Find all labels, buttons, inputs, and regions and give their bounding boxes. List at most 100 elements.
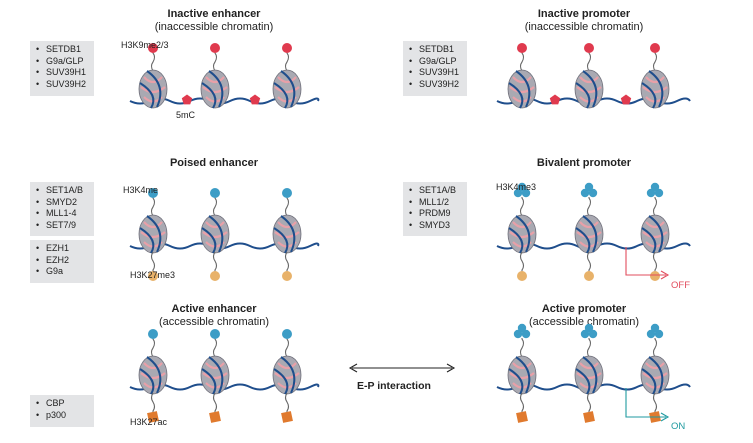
h3k4me3-mark (513, 323, 531, 339)
nucleosome (272, 214, 302, 254)
dna-wrap (280, 70, 296, 108)
dna-wrap (273, 82, 289, 109)
histone-tail (212, 52, 218, 72)
histone-stripe (202, 372, 228, 380)
h3k27me3-mark (517, 271, 527, 281)
histone-tail (652, 392, 658, 413)
dna-wrap (575, 227, 591, 254)
5mc-label: 5mC (176, 110, 196, 120)
bivalent-promoter-panel (496, 182, 691, 281)
dna-wrap (139, 227, 155, 254)
dna-wrap (582, 70, 598, 108)
histone-tail (519, 52, 525, 72)
list-item: SETDB1 (36, 44, 88, 56)
active-promoter-panel (496, 323, 691, 423)
nucleosome (640, 355, 670, 395)
nucleosome (640, 69, 670, 109)
methyl-ball (517, 323, 527, 333)
list-item: p300 (36, 410, 88, 422)
nucleosome (574, 355, 604, 395)
histone-stripe (205, 76, 225, 84)
h3k4me3-mark (646, 182, 664, 198)
h3k4me-mark (282, 329, 292, 339)
histone-tail (519, 338, 525, 358)
histone-stripe (512, 221, 532, 229)
poised-enhancer-heading: Poised enhancer (169, 157, 259, 169)
h3k27me3-mark (584, 271, 594, 281)
methyl-ball (513, 329, 523, 339)
histone-stripe (202, 231, 228, 239)
dna-wrap (641, 227, 657, 254)
histone-stripe (576, 231, 602, 239)
histone-tail (652, 251, 658, 272)
methyl-ball (517, 182, 527, 192)
nucleosome (138, 355, 168, 395)
dna-wrap (146, 356, 162, 394)
nucleosome (640, 214, 670, 254)
histone-tail (150, 251, 156, 272)
dna-methylation-mark (249, 94, 261, 105)
list-item: G9a (36, 266, 88, 278)
active-promoter-subtitle: (accessible chromatin) (528, 316, 640, 328)
on-arrow (625, 388, 670, 422)
inactive-enhancer-writers-box: SETDB1 G9a/GLP SUV39H1 SUV39H2 (30, 41, 94, 96)
h3k9me-mark (650, 43, 660, 53)
histone-tail (284, 197, 290, 217)
on-arrow-head (660, 412, 670, 422)
histone-stripe (205, 221, 225, 229)
dna-wrap (648, 70, 664, 108)
dna-wrap (648, 215, 664, 253)
off-label: OFF (671, 280, 690, 291)
dna-wrap (208, 356, 224, 394)
h3k9me-mark (210, 43, 220, 53)
active-enhancer-panel (129, 329, 320, 423)
off-arrow-head (660, 270, 670, 280)
histone-tail (586, 197, 592, 217)
methyl-ball (521, 329, 531, 339)
ep-arrow-head-right (446, 363, 456, 373)
h3k4me-mark (210, 188, 220, 198)
dna-wrap (515, 70, 531, 108)
h3k4me-mark (282, 188, 292, 198)
histone-tail (652, 338, 658, 358)
list-item: EZH1 (36, 243, 88, 255)
dna-wrap (582, 215, 598, 253)
dna-wrap (641, 368, 657, 395)
list-item: MLL1-4 (36, 208, 88, 220)
methyl-ball (650, 182, 660, 192)
h3k9me-mark (584, 43, 594, 53)
h3k4me3-mark (580, 323, 598, 339)
methyl-ball (588, 329, 598, 339)
h3k9me-mark (282, 43, 292, 53)
active-enhancer-writers-box: CBP p300 (30, 395, 94, 427)
histone-tail (212, 197, 218, 217)
histone-stripe (277, 221, 297, 229)
dna-wrap (280, 356, 296, 394)
list-item: SETDB1 (409, 44, 461, 56)
on-arrow-line (625, 388, 666, 418)
nucleosome (200, 214, 230, 254)
inactive-enhancer-title: Inactive enhancer (inaccessible chromati… (114, 8, 314, 34)
h3k27me3-mark (210, 271, 220, 281)
histone-tail (284, 251, 290, 272)
histone-stripe (645, 76, 665, 84)
dna-wrap (515, 215, 531, 253)
inactive-promoter-subtitle: (inaccessible chromatin) (524, 21, 644, 33)
dna-wrap (146, 70, 162, 108)
bivalent-promoter-title: Bivalent promoter (484, 157, 684, 170)
h3k9me-mark (148, 43, 158, 53)
nucleosome (507, 69, 537, 109)
methyl-ball (521, 188, 531, 198)
histone-stripe (274, 231, 300, 239)
active-promoter-title: Active promoter (accessible chromatin) (484, 303, 684, 329)
methyl-ball (646, 329, 656, 339)
histone-stripe (579, 76, 599, 84)
active-enhancer-title: Active enhancer (accessible chromatin) (114, 303, 314, 329)
inactive-promoter-heading: Inactive promoter (537, 8, 631, 20)
histone-stripe (576, 372, 602, 380)
dna-methylation-mark (181, 94, 193, 105)
dna-wrap (508, 368, 524, 395)
h3k27me3-mark (148, 271, 158, 281)
off-arrow (625, 247, 670, 280)
dna-wrap (201, 227, 217, 254)
